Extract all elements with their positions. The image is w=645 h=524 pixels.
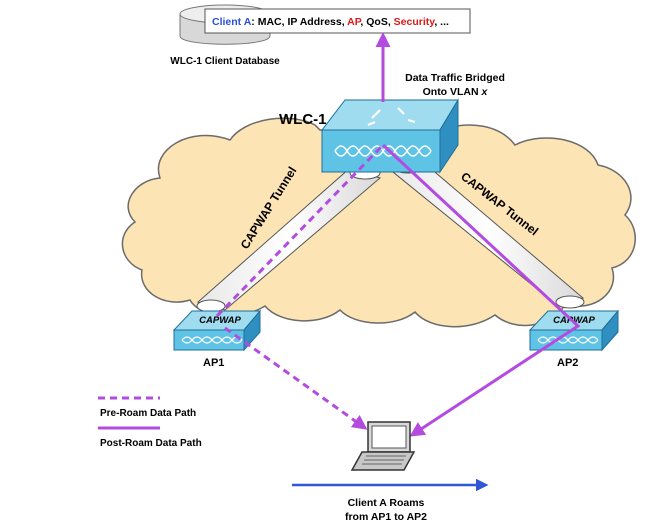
- client-colon-text: :: [251, 16, 255, 28]
- data-traffic-line1: Data Traffic Bridged: [405, 72, 505, 84]
- ap1-device-icon: [172, 309, 262, 352]
- client-laptop-icon: [350, 421, 416, 471]
- roam-line2: from AP1 to AP2: [345, 511, 427, 523]
- svg-text:Client A: MAC, IP Address, AP,: Client A: MAC, IP Address, AP, QoS, Secu…: [212, 16, 449, 28]
- wlc-controller-icon: [320, 98, 459, 174]
- client-name-text: Client A: [212, 16, 252, 28]
- wlc-label: WLC-1: [279, 111, 327, 128]
- legend: Pre-Roam Data Path Post-Roam Data Path: [98, 396, 202, 449]
- ap2-capwap-badge: CAPWAP: [553, 315, 595, 326]
- pre-roam-path: [215, 143, 385, 430]
- client-ap-text: AP: [347, 16, 362, 28]
- data-traffic-line2: Onto VLAN x: [423, 86, 489, 98]
- data-traffic-vlan-text: Onto VLAN: [423, 86, 482, 98]
- client-tail-text: , ...: [434, 16, 449, 28]
- ap2-label: AP2: [557, 357, 578, 369]
- ap1-label: AP1: [203, 357, 224, 369]
- client-mac-text: MAC, IP Address,: [255, 16, 347, 28]
- client-security-text: Security: [394, 16, 436, 28]
- legend-post-roam-label: Post-Roam Data Path: [100, 438, 202, 449]
- roam-line1: Client A Roams: [348, 497, 425, 509]
- client-record-box: Client A: MAC, IP Address, AP, QoS, Secu…: [204, 8, 471, 34]
- legend-pre-roam-label: Pre-Roam Data Path: [100, 408, 196, 419]
- post-roam-path: [375, 32, 581, 437]
- database-label: WLC-1 Client Database: [170, 56, 280, 67]
- client-qos-text: , QoS,: [360, 16, 393, 28]
- data-traffic-vlan-var: x: [481, 86, 489, 98]
- ap1-capwap-badge: CAPWAP: [199, 315, 241, 326]
